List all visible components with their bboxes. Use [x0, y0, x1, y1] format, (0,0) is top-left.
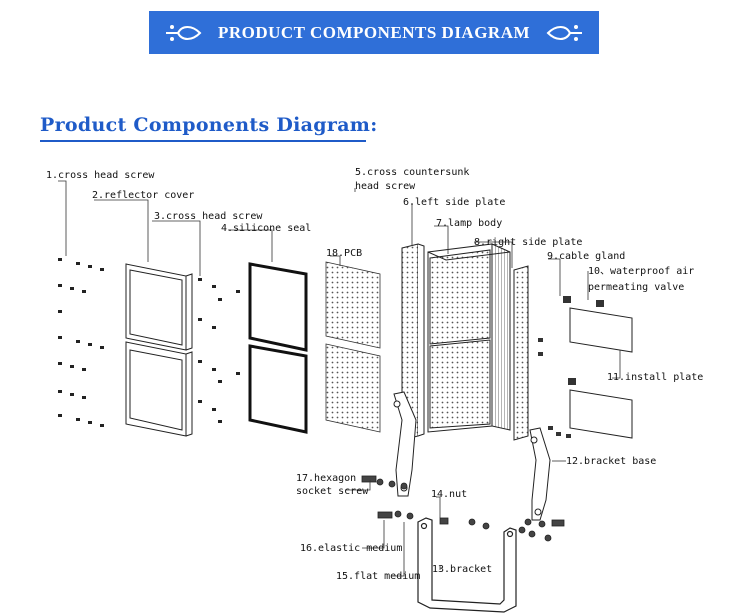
- label-right-side-plate: 8.right side plate: [474, 237, 582, 248]
- cable-glands: [538, 296, 604, 438]
- bracket-base-left: [393, 391, 417, 497]
- leader-lines: [58, 180, 621, 577]
- label-bracket: 13.bracket: [432, 564, 492, 575]
- label-hexagon-screw-line1: 17.hexagon: [296, 473, 356, 484]
- fleur-ornament-icon: [546, 24, 583, 41]
- label-reflector-cover: 2.reflector cover: [92, 190, 194, 201]
- label-nut: 14.nut: [431, 489, 467, 500]
- label-cross-head-screw-3: 3.cross head screw: [154, 211, 263, 222]
- component-labels: 1.cross head screw 2.reflector cover 3.c…: [46, 167, 703, 582]
- fleur-ornament-icon: [165, 24, 202, 41]
- reflector-cover: [125, 263, 193, 437]
- label-install-plate: 11.install plate: [607, 372, 703, 383]
- silicone-seal: [248, 262, 308, 434]
- title-banner: PRODUCT COMPONENTS DIAGRAM: [149, 11, 599, 54]
- label-elastic-medium: 16.elastic medium: [300, 543, 402, 554]
- banner-title: PRODUCT COMPONENTS DIAGRAM: [217, 22, 531, 42]
- label-countersunk-screw-line1: 5.cross countersunk: [355, 167, 469, 178]
- label-waterproof-valve-line2: permeating valve: [588, 282, 684, 293]
- bracket: [417, 517, 517, 613]
- label-bracket-base: 12.bracket base: [566, 456, 656, 467]
- label-cable-gland: 9.cable gland: [547, 251, 625, 262]
- label-flat-medium: 15.flat medium: [336, 571, 420, 582]
- label-waterproof-valve-line1: 10、waterproof air: [588, 266, 694, 277]
- screw-set-1: [58, 258, 104, 427]
- label-silicone-seal: 4.silicone seal: [221, 223, 311, 234]
- page-heading: Product Components Diagram:: [40, 114, 378, 136]
- screw-set-3: [198, 278, 240, 423]
- label-countersunk-screw-line2: head screw: [355, 181, 416, 192]
- left-side-plate: [401, 243, 425, 441]
- label-pcb: 18.PCB: [326, 248, 362, 259]
- label-lamp-body: 7.lamp body: [436, 218, 502, 229]
- label-left-side-plate: 6.left side plate: [403, 197, 505, 208]
- heading-underline: [40, 140, 366, 142]
- install-plates: [569, 307, 633, 439]
- lamp-body: [427, 243, 511, 433]
- right-side-plate: [513, 265, 529, 441]
- bracket-base-right: [529, 427, 551, 521]
- hardware-set: [361, 475, 565, 542]
- label-cross-head-screw-1: 1.cross head screw: [46, 170, 155, 181]
- pcb-boards: [325, 261, 381, 433]
- label-hexagon-screw-line2: socket screw: [296, 486, 369, 497]
